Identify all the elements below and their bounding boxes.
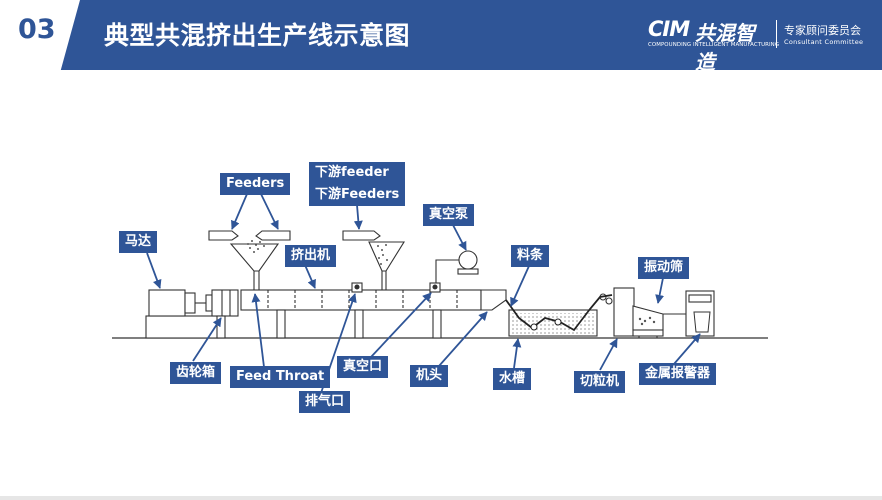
leader-arrows (146, 193, 701, 394)
machinery (145, 230, 715, 339)
motor-base (145, 315, 219, 339)
label-vent: 排气口 (299, 391, 351, 413)
feeder-main-left (208, 230, 239, 241)
vacuum-pump (458, 250, 478, 270)
motor-cap (184, 292, 196, 314)
gearbox (211, 289, 239, 317)
coupling (205, 294, 213, 312)
label-vacuum-port: 真空口 (337, 356, 389, 378)
main-hopper (229, 243, 280, 272)
logo-english: COMPOUNDING INTELLIGENT MANUFACTURING (648, 42, 780, 48)
committee-name: 专家顾问委员会 (784, 24, 861, 37)
logo-mark: CIM (648, 17, 690, 41)
footer-line (0, 496, 882, 500)
label-feeders: Feeders (220, 173, 291, 195)
label-die-head: 机头 (410, 365, 449, 387)
label-downstream-feeder-line1: 下游feeder (315, 165, 389, 180)
label-metal-detector: 金属报警器 (639, 363, 717, 385)
logo-divider (776, 20, 777, 48)
page-title: 典型共混挤出生产线示意图 (104, 21, 411, 50)
committee-name-english: Consultant Committee (784, 38, 864, 46)
feeder-main-right (255, 230, 291, 241)
vibrating-screen (632, 305, 664, 331)
label-water-tank: 水槽 (493, 368, 532, 390)
label-downstream-feeder-line2: 下游Feeders (315, 187, 400, 202)
label-motor: 马达 (119, 231, 158, 253)
feeder-downstream (342, 230, 381, 241)
motor-body (148, 289, 186, 317)
header-bar: 03 典型共混挤出生产线示意图 CIM 共混智造 COMPOUNDING INT… (0, 0, 882, 74)
label-pelletizer: 切粒机 (574, 371, 626, 393)
cim-logo: CIM 共混智造 COMPOUNDING INTELLIGENT MANUFAC… (648, 17, 779, 74)
label-downstream-feeder: 下游feeder 下游Feeders (309, 162, 406, 206)
pelletizer (613, 287, 635, 337)
label-vibrating-screen: 振动筛 (638, 257, 690, 279)
label-strand: 料条 (511, 245, 550, 267)
logo-chinese: 共混智造 (695, 21, 755, 74)
extruder-barrel (240, 289, 482, 311)
downstream-hopper (368, 241, 405, 272)
section-number: 03 (18, 14, 56, 45)
die-head (480, 289, 507, 311)
label-gearbox: 齿轮箱 (170, 362, 222, 384)
label-extruder: 挤出机 (285, 245, 337, 267)
label-feed-throat: Feed Throat (230, 366, 331, 388)
label-vacuum-pump: 真空泵 (423, 204, 475, 226)
